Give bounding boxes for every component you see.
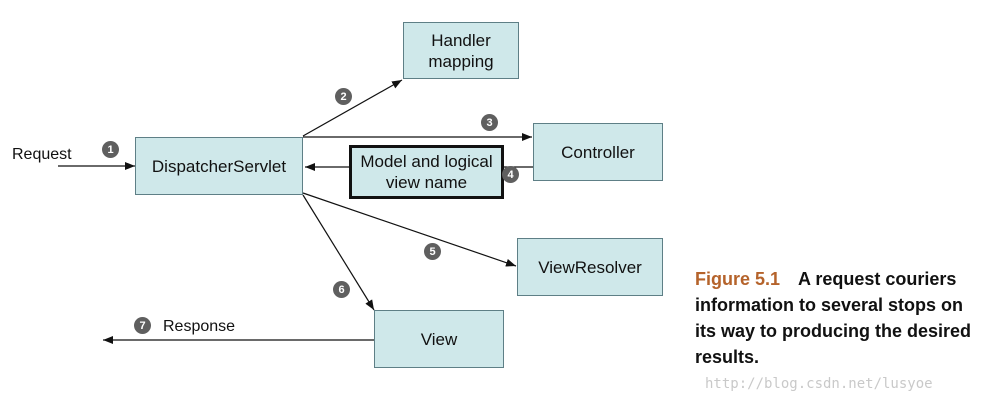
step-2-badge: 2	[335, 88, 352, 105]
dispatcher-servlet-box: DispatcherServlet	[135, 137, 303, 195]
dispatcher-servlet-label: DispatcherServlet	[151, 156, 287, 176]
response-label: Response	[163, 318, 236, 335]
view-box: View	[374, 310, 504, 368]
model-and-view-name-label: Model and logical view name	[360, 152, 493, 192]
step-7-badge: 7	[134, 317, 151, 334]
view-resolver-label: ViewResolver	[538, 257, 642, 277]
step-3-badge: 3	[481, 114, 498, 131]
controller-label: Controller	[561, 142, 635, 162]
arrow-to-handler-mapping	[302, 79, 403, 137]
step-4-badge: 4	[502, 166, 519, 183]
view-resolver-box: ViewResolver	[517, 238, 663, 296]
view-label: View	[420, 329, 458, 349]
handler-mapping-box: Handler mapping	[403, 22, 519, 79]
arrow-to-view-resolver	[302, 192, 517, 267]
request-label: Request	[12, 146, 72, 163]
step-5-badge: 5	[424, 243, 441, 260]
handler-mapping-label: Handler mapping	[428, 30, 494, 71]
step-6-badge: 6	[333, 281, 350, 298]
figure-number: Figure 5.1	[695, 269, 781, 289]
controller-box: Controller	[533, 123, 663, 181]
step-1-badge: 1	[102, 141, 119, 158]
model-and-view-name-box: Model and logical view name	[349, 145, 504, 199]
arrow-to-view	[302, 194, 375, 311]
figure-caption-text: A request couriers information to severa…	[695, 269, 972, 367]
watermark-url: http://blog.csdn.net/lusyoe	[705, 376, 933, 392]
